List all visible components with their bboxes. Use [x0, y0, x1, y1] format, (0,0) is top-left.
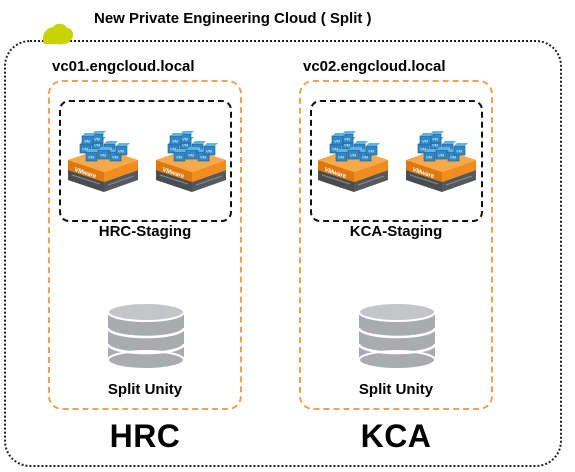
svg-text:VM: VM: [170, 147, 176, 152]
site-name-hrc: HRC: [109, 418, 181, 454]
vcenter-boundary-hrc: [48, 80, 242, 410]
private-cloud-boundary: [4, 40, 562, 467]
svg-text:VM: VM: [100, 153, 106, 158]
svg-text:VM: VM: [88, 155, 94, 160]
svg-text:VM: VM: [426, 155, 432, 160]
svg-text:VM: VM: [188, 153, 194, 158]
svg-text:VM: VM: [334, 139, 340, 144]
svg-text:VM: VM: [362, 155, 368, 160]
svg-text:VM: VM: [200, 155, 206, 160]
svg-text:VM: VM: [172, 139, 178, 144]
svg-text:VM: VM: [344, 143, 350, 148]
svg-text:VM: VM: [438, 153, 444, 158]
svg-text:VM: VM: [432, 143, 438, 148]
svg-text:VM: VM: [84, 139, 90, 144]
svg-text:VM: VM: [432, 137, 438, 142]
svg-text:VM: VM: [450, 155, 456, 160]
storage-label-kca: Split Unity: [358, 381, 434, 398]
svg-text:VM: VM: [456, 149, 462, 154]
cloud-icon: [43, 23, 74, 45]
staging-label-kca: KCA-Staging: [349, 223, 443, 240]
svg-text:VM: VM: [420, 147, 426, 152]
svg-text:VM: VM: [422, 139, 428, 144]
svg-text:VM: VM: [182, 143, 188, 148]
vcenter-boundary-kca: [299, 80, 493, 410]
vcenter-label-hrc: vc01.engcloud.local: [52, 58, 195, 75]
svg-text:VM: VM: [82, 147, 88, 152]
storage-database-icon: [106, 302, 186, 370]
staging-cluster-kca: [310, 100, 483, 222]
svg-text:VM: VM: [350, 153, 356, 158]
svg-text:VM: VM: [182, 137, 188, 142]
storage-label-hrc: Split Unity: [107, 381, 183, 398]
site-name-kca: KCA: [360, 418, 432, 454]
svg-text:VM: VM: [112, 155, 118, 160]
svg-text:VM: VM: [206, 149, 212, 154]
svg-text:VM: VM: [118, 149, 124, 154]
diagram-title: New Private Engineering Cloud ( Split ): [94, 10, 372, 27]
svg-text:VM: VM: [344, 137, 350, 142]
staging-cluster-hrc: [59, 100, 232, 222]
vcenter-label-kca: vc02.engcloud.local: [303, 58, 446, 75]
svg-text:VM: VM: [368, 149, 374, 154]
svg-text:VM: VM: [94, 143, 100, 148]
svg-text:VM: VM: [176, 155, 182, 160]
svg-text:VM: VM: [332, 147, 338, 152]
svg-text:VM: VM: [338, 155, 344, 160]
svg-text:VM: VM: [94, 137, 100, 142]
storage-database-icon: [357, 302, 437, 370]
staging-label-hrc: HRC-Staging: [98, 223, 192, 240]
